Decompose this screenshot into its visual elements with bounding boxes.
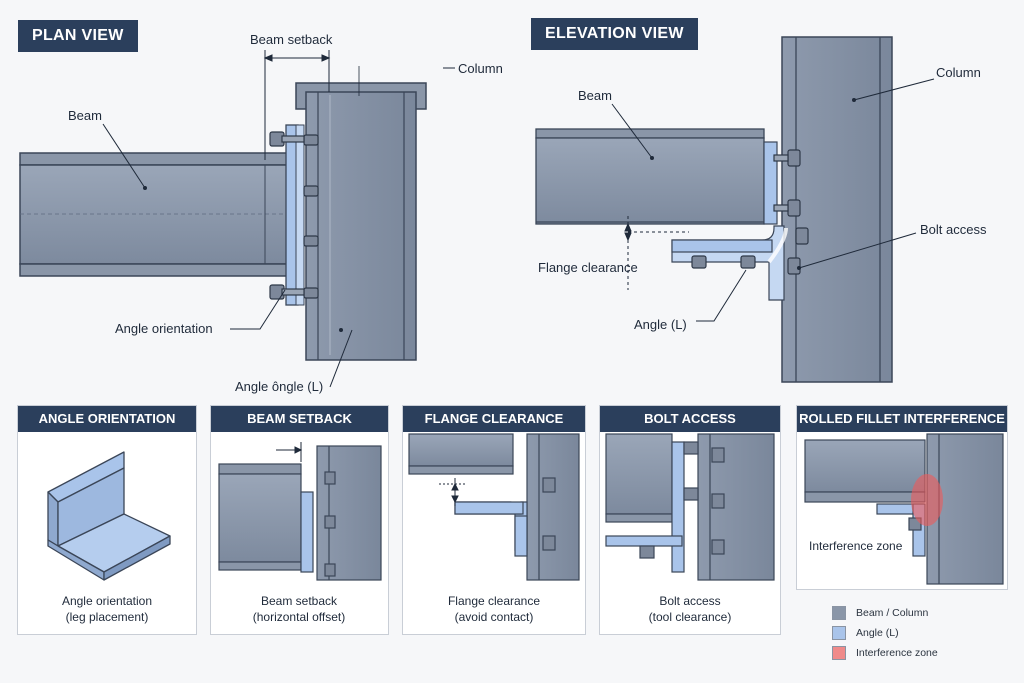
plan-setback-dimension bbox=[263, 50, 360, 160]
subcaption-bolt-access: (tool clearance) bbox=[649, 610, 732, 624]
caption-flange-clearance: Flange clearance bbox=[448, 594, 540, 608]
label-elev-beam: Beam bbox=[578, 88, 612, 103]
label-flange-clearance: Flange clearance bbox=[538, 260, 638, 275]
panel-bolt-access: BOLT ACCESS Bolt access (tool clearance) bbox=[599, 405, 781, 635]
label-interference-zone: Interference zone bbox=[809, 539, 903, 553]
label-elev-column: Column bbox=[936, 65, 981, 80]
label-elev-angle: Angle (L) bbox=[634, 317, 687, 332]
elev-beam bbox=[535, 128, 765, 225]
legend-swatch bbox=[832, 646, 846, 660]
elevation-view-title: ELEVATION VIEW bbox=[531, 18, 698, 50]
label-bolt-access: Bolt access bbox=[920, 222, 987, 237]
subcaption-beam-setback: (horizontal offset) bbox=[253, 610, 346, 624]
plan-beam bbox=[19, 152, 289, 277]
elev-angle bbox=[671, 141, 788, 301]
legend-item-beam-column: Beam / Column bbox=[832, 603, 938, 623]
elev-leaders bbox=[611, 78, 935, 322]
plan-view-drawing: Beam setback Column Beam Angle orientati… bbox=[19, 32, 503, 394]
subcaption-flange-clearance: (avoid contact) bbox=[455, 610, 534, 624]
interference-zone-highlight bbox=[911, 474, 943, 526]
panel-title: BEAM SETBACK bbox=[211, 406, 388, 432]
flange-clearance-illustration: Flange clearance (avoid contact) bbox=[408, 433, 580, 624]
label-angle: Angle ôngle (L) bbox=[235, 379, 323, 394]
caption-beam-setback: Beam setback bbox=[261, 594, 338, 608]
panel-title: ANGLE ORIENTATION bbox=[18, 406, 196, 432]
label-beam: Beam bbox=[68, 108, 102, 123]
plan-leaders bbox=[102, 67, 455, 388]
legend-swatch bbox=[832, 606, 846, 620]
legend-label: Interference zone bbox=[856, 647, 938, 659]
legend-swatch bbox=[832, 626, 846, 640]
legend-label: Beam / Column bbox=[856, 607, 929, 619]
bolt-access-illustration: Bolt access (tool clearance) bbox=[605, 433, 775, 624]
subcaption-angle-orientation: (leg placement) bbox=[66, 610, 149, 624]
elevation-view-drawing: Beam Column Bolt access Flange clearance… bbox=[535, 36, 987, 383]
panel-title: FLANGE CLEARANCE bbox=[403, 406, 585, 432]
panel-title: ROLLED FILLET INTERFERENCE bbox=[797, 406, 1007, 432]
legend-item-angle: Angle (L) bbox=[832, 623, 938, 643]
panel-flange-clearance: FLANGE CLEARANCE Flange clearance (avoid… bbox=[402, 405, 586, 635]
panel-title: BOLT ACCESS bbox=[600, 406, 780, 432]
caption-angle-orientation: Angle orientation bbox=[62, 594, 152, 608]
angle-orientation-illustration: Angle orientation (leg placement) bbox=[47, 451, 171, 624]
panel-beam-setback: BEAM SETBACK Beam setback (horizontal of… bbox=[210, 405, 389, 635]
elev-flange-clearance-dimension bbox=[624, 216, 689, 290]
plan-angle bbox=[285, 124, 305, 306]
label-beam-setback: Beam setback bbox=[250, 32, 333, 47]
beam-setback-illustration: Beam setback (horizontal offset) bbox=[218, 442, 382, 624]
plan-view-title: PLAN VIEW bbox=[18, 20, 138, 52]
legend: Beam / Column Angle (L) Interference zon… bbox=[832, 603, 938, 663]
caption-bolt-access: Bolt access bbox=[659, 594, 720, 608]
label-column: Column bbox=[458, 61, 503, 76]
label-angle-orientation: Angle orientation bbox=[115, 321, 213, 336]
elev-bolts bbox=[691, 149, 809, 275]
plan-column bbox=[295, 82, 427, 361]
panel-angle-orientation: ANGLE ORIENTATION Angle orientation (leg… bbox=[17, 405, 197, 635]
rolled-fillet-illustration: Interference zone bbox=[804, 433, 1004, 585]
legend-label: Angle (L) bbox=[856, 627, 899, 639]
legend-item-interference-zone: Interference zone bbox=[832, 643, 938, 663]
panel-rolled-fillet-interference: ROLLED FILLET INTERFERENCE Interference … bbox=[796, 405, 1008, 590]
plan-bolts bbox=[269, 131, 319, 300]
